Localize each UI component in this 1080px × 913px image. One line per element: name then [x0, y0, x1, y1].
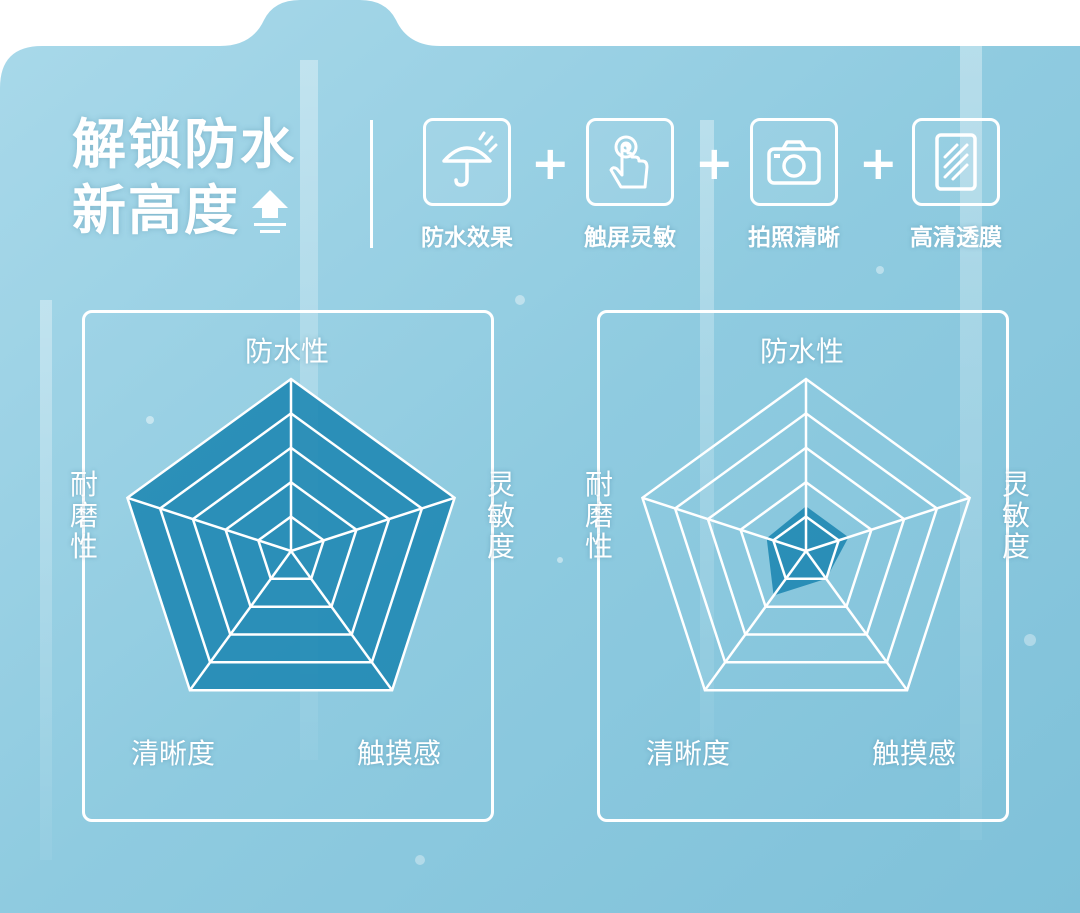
- headline-line2: 新高度: [72, 179, 240, 242]
- headline-line2-row: 新高度: [72, 178, 296, 244]
- water-drop: [557, 557, 563, 563]
- feature-film: 高清透膜: [901, 118, 1011, 252]
- radar-axis-spoke: [188, 550, 293, 691]
- feature-icon-box: [586, 118, 674, 206]
- radar-axis-spoke: [703, 550, 808, 691]
- axis-label-sensitivity: 灵敏度: [486, 468, 515, 563]
- radar-chart-left: [125, 377, 457, 692]
- axis-label-clarity: 清晰度: [646, 737, 731, 770]
- radar-grid-ring: [125, 377, 457, 692]
- radar-grid-ring: [191, 446, 391, 636]
- radar-axis-spoke: [290, 496, 455, 553]
- plus-sign: +: [531, 136, 570, 190]
- feature-icon-box: [423, 118, 511, 206]
- feature-waterproof: 防水效果: [412, 118, 522, 252]
- radar-grid-ring: [158, 411, 424, 664]
- radar-axis-spoke: [289, 550, 394, 691]
- radar-grid-ring: [640, 377, 972, 692]
- screen-film-icon: [935, 133, 977, 191]
- rain-streak: [960, 40, 982, 840]
- radar-grid-ring: [706, 446, 906, 636]
- feature-icon-box: [912, 118, 1000, 206]
- radar-grid-ring: [256, 515, 326, 581]
- axis-label-clarity: 清晰度: [131, 737, 216, 770]
- touch-hand-icon: [609, 135, 649, 189]
- axis-label-touch: 触摸感: [357, 737, 442, 770]
- radar-panel-right: 防水性 灵敏度 触摸感 清晰度 耐磨性: [585, 310, 1030, 822]
- feature-label: 防水效果: [421, 225, 513, 251]
- water-drop: [146, 416, 154, 424]
- water-drop: [415, 855, 425, 865]
- water-drop: [515, 295, 525, 305]
- radar-axis-spoke: [127, 496, 292, 553]
- radar-panel-left: 防水性 灵敏度 触摸感 清晰度 耐磨性: [70, 310, 515, 822]
- radar-grid-ring: [224, 480, 358, 608]
- water-drop: [876, 266, 884, 274]
- radar-grid-ring: [739, 480, 873, 608]
- feature-label: 高清透膜: [910, 225, 1002, 251]
- axis-label-waterproof: 防水性: [245, 335, 330, 368]
- headline: 解锁防水 新高度: [72, 112, 296, 244]
- feature-label: 触屏灵敏: [584, 225, 676, 251]
- feature-touch: 触屏灵敏: [575, 118, 685, 252]
- umbrella-icon: [442, 131, 498, 187]
- plus-sign: +: [695, 136, 734, 190]
- radar-grid-ring: [673, 411, 939, 664]
- radar-grid-ring: [771, 515, 841, 581]
- title-divider: [370, 120, 373, 248]
- axis-label-durability: 耐磨性: [69, 468, 98, 563]
- up-arrow-icon: [252, 190, 288, 233]
- plus-sign: +: [859, 136, 898, 190]
- axis-label-waterproof: 防水性: [760, 335, 845, 368]
- axis-label-durability: 耐磨性: [584, 468, 613, 563]
- radar-axis-spoke: [804, 550, 909, 691]
- feature-icon-box: [750, 118, 838, 206]
- radar-axis-spoke: [642, 496, 807, 553]
- feature-camera: 拍照清晰: [739, 118, 849, 252]
- rain-streak: [40, 300, 52, 860]
- headline-line1: 解锁防水: [72, 113, 296, 176]
- axis-label-touch: 触摸感: [872, 737, 957, 770]
- water-drop: [1024, 634, 1036, 646]
- radar-axis-spoke: [805, 496, 970, 553]
- camera-icon: [767, 140, 821, 185]
- radar-chart-right: [640, 377, 972, 692]
- axis-label-sensitivity: 灵敏度: [1001, 468, 1030, 563]
- rain-streak: [700, 120, 714, 740]
- feature-label: 拍照清晰: [748, 225, 840, 251]
